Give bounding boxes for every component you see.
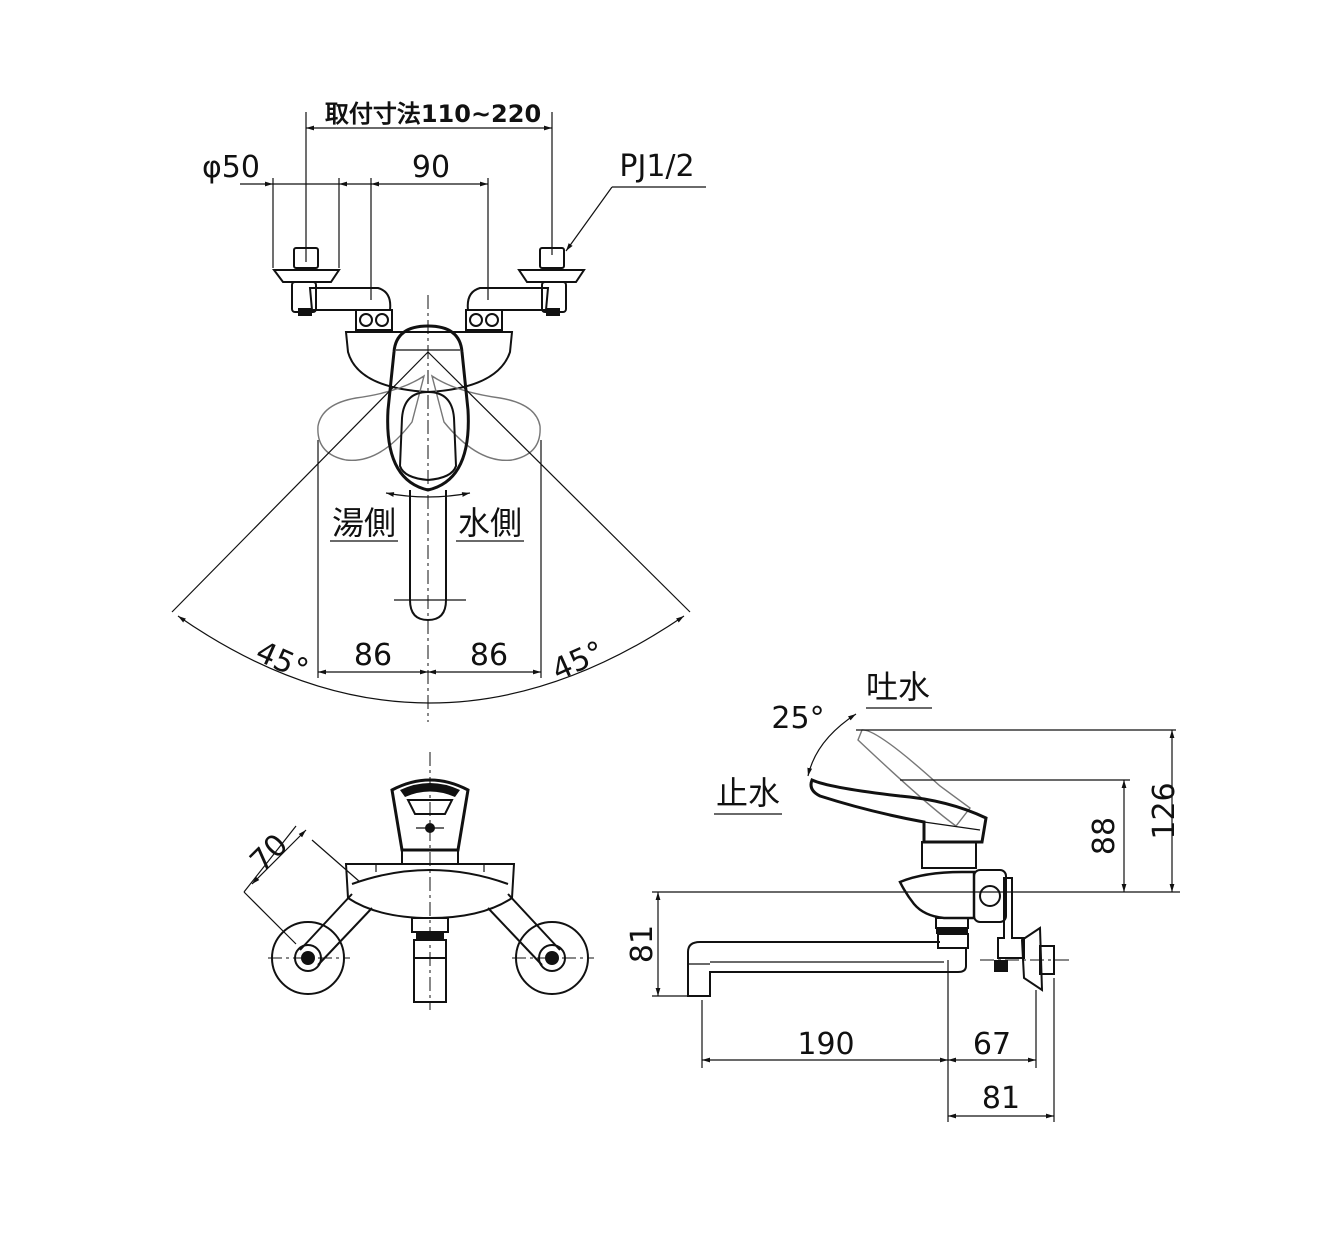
top-lever xyxy=(386,324,470,492)
cold-side-label: 水側 xyxy=(458,504,522,542)
hot-side-label: 湯側 xyxy=(332,504,396,542)
hot-lever-ghost xyxy=(317,374,426,462)
lever-angle-arc xyxy=(807,713,857,777)
top-view: 取付寸法110~220 φ50 90 PJ1/2 xyxy=(171,100,706,722)
angle-right-label: 45° xyxy=(547,635,610,689)
front-lever xyxy=(390,778,470,852)
side-view: 吐水 止水 25° xyxy=(625,668,1182,1122)
front-right-flange xyxy=(515,921,589,995)
offset-left-label: 86 xyxy=(354,638,392,673)
wall-depth-label: 81 xyxy=(982,1081,1020,1116)
angle-arc xyxy=(177,615,685,704)
top-body xyxy=(344,331,514,394)
angle-left-label: 45° xyxy=(250,635,313,689)
spout-reach-label: 190 xyxy=(797,1027,854,1062)
height-total-label: 126 xyxy=(1147,782,1182,839)
side-lever xyxy=(809,777,988,844)
arm-length-dimension xyxy=(251,829,307,885)
right-wall-fitting xyxy=(465,247,586,331)
front-left-flange xyxy=(271,921,345,995)
mount-range-label: 取付寸法110~220 xyxy=(325,100,541,128)
left-wall-fitting xyxy=(272,247,393,331)
cold-lever-ghost xyxy=(430,374,541,462)
front-view: 70 xyxy=(243,752,594,1010)
thread-label: PJ1/2 xyxy=(619,149,694,184)
spout-drop-label: 81 xyxy=(625,925,660,963)
lever-angle-label: 25° xyxy=(771,701,824,736)
body-depth-label: 67 xyxy=(973,1027,1011,1062)
stop-label: 止水 xyxy=(716,774,780,812)
pitch-label: 90 xyxy=(412,150,450,185)
side-spout xyxy=(687,941,967,997)
arm-length-label: 70 xyxy=(243,827,295,879)
height-lever-label: 88 xyxy=(1087,817,1122,855)
thread-leader xyxy=(565,186,613,252)
discharge-label: 吐水 xyxy=(866,668,930,706)
offset-right-label: 86 xyxy=(470,638,508,673)
diameter-label: φ50 xyxy=(202,150,260,185)
side-body xyxy=(898,870,976,920)
rotation-arrows xyxy=(385,492,471,498)
